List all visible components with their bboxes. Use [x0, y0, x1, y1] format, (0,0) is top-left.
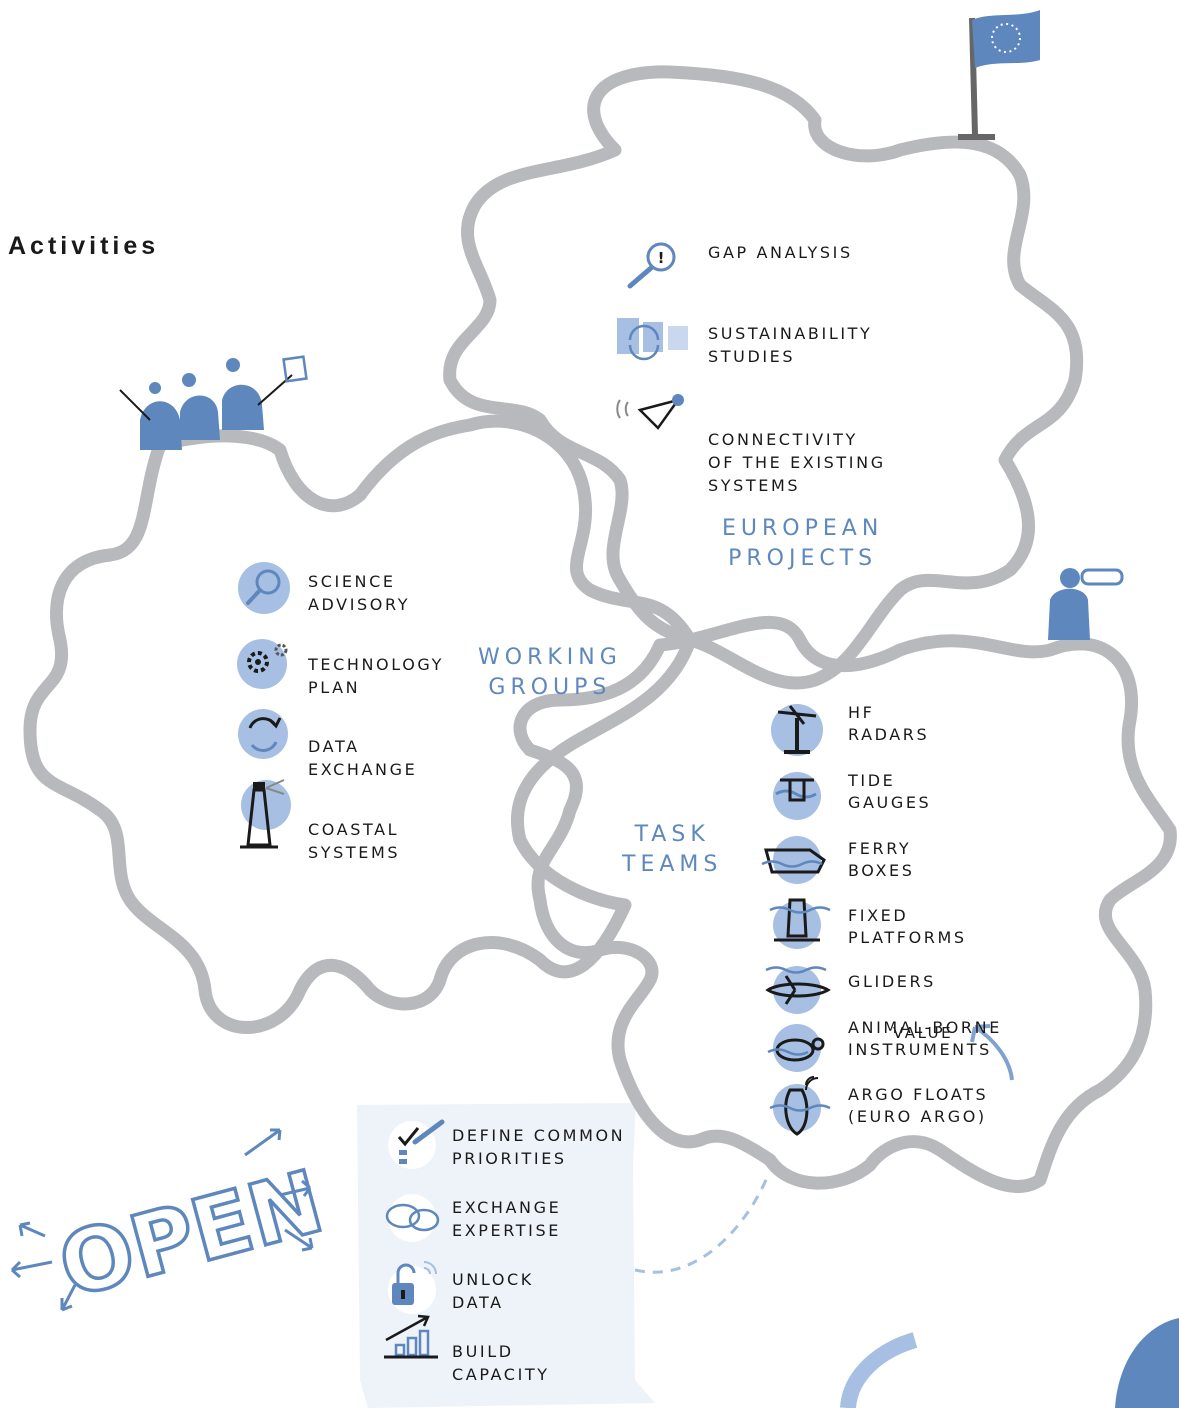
turtle-icon [767, 1024, 825, 1072]
value-arc [840, 1332, 918, 1408]
team-people-icon [119, 355, 308, 450]
eu-flag-icon [958, 10, 1040, 140]
ferry-icon [761, 836, 826, 884]
gear-task-teams [513, 616, 1177, 1194]
speech-bubbles-icon [385, 1194, 440, 1242]
magnifier-icon [238, 562, 290, 614]
growth-chart-icon [384, 1314, 438, 1359]
page-title: Activities [8, 232, 160, 260]
svg-text:!: ! [658, 249, 665, 267]
label-gliders: GLIDERS [848, 972, 936, 991]
lighthouse-icon [240, 779, 291, 849]
checklist-icon [388, 1119, 445, 1169]
unlocked-padlock-icon [388, 1261, 437, 1314]
hf-radar-icon [771, 704, 823, 756]
gear-working-groups [23, 414, 697, 1034]
glider-icon [765, 966, 831, 1014]
lookout-person-icon [1048, 568, 1124, 640]
argo-float-icon [769, 1076, 831, 1136]
cycle-icon [617, 318, 688, 361]
gears-icon [237, 639, 288, 689]
label-argo-floats: ARGO FLOATS(EURO ARGO) [848, 1085, 989, 1126]
open-lettering: OPEN [10, 1128, 335, 1319]
open-panel-background [357, 1103, 655, 1408]
blue-blob [1115, 1318, 1179, 1408]
network-signal-icon [616, 394, 684, 430]
dashed-connector [634, 1174, 770, 1274]
value-label: VALUE [893, 1024, 954, 1042]
magnifier-alert-icon: ! [627, 242, 676, 289]
gear-european-projects [443, 65, 1084, 690]
fixed-platform-icon [769, 898, 831, 949]
tide-gauge-icon [773, 772, 821, 820]
exchange-arrows-icon [238, 709, 288, 759]
label-gap-analysis: GAP ANALYSIS [708, 243, 853, 262]
value-arrow-icon [970, 1024, 1014, 1081]
